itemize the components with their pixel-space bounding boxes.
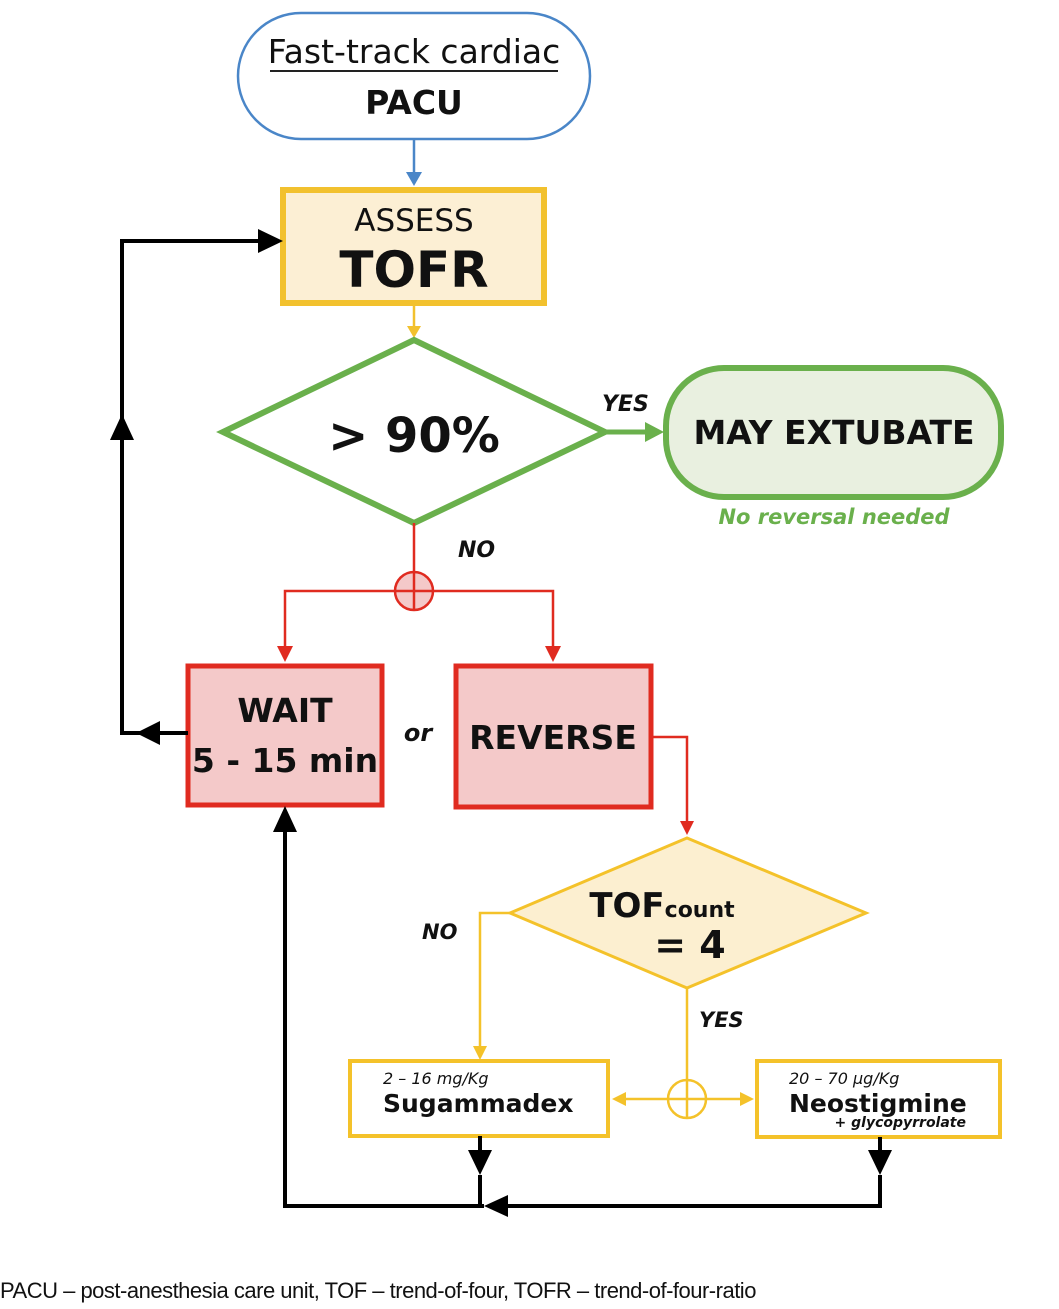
figure-caption: PACU – post-anesthesia care unit, TOF – …	[0, 1278, 756, 1303]
sugammadex-dose: 2 – 16 mg/Kg	[383, 1069, 489, 1088]
no-reversal-note: No reversal needed	[718, 505, 950, 529]
assess-tofr-node: ASSESS TOFR	[280, 187, 547, 306]
edge-label-no-count: NO	[422, 920, 458, 944]
sugammadex-node: 2 – 16 mg/Kg Sugammadex	[348, 1059, 610, 1138]
start-subtitle: PACU	[365, 83, 463, 122]
edge-label-no-tofr: NO	[458, 538, 495, 563]
wait-node: WAIT 5 - 15 min	[185, 663, 385, 808]
wait-duration: 5 - 15 min	[192, 741, 378, 780]
neostigmine-node: 20 – 70 µg/Kg Neostigmine + glycopyrrola…	[755, 1059, 1002, 1139]
arrow-no-branch	[277, 523, 561, 662]
tof-count-equals: = 4	[654, 923, 726, 967]
edge-label-yes-count: YES	[699, 1008, 744, 1032]
may-extubate-node: MAY EXTUBATE No reversal needed	[663, 365, 1004, 529]
start-node: Fast-track cardiac PACU	[236, 11, 592, 141]
tof-count-label: TOFcount	[589, 886, 735, 926]
return-loop	[110, 229, 892, 1217]
extubate-label: MAY EXTUBATE	[693, 413, 974, 452]
edge-label-or: or	[404, 719, 434, 747]
neostigmine-label: Neostigmine	[789, 1089, 967, 1118]
reverse-label: REVERSE	[469, 718, 637, 757]
assess-label: ASSESS	[354, 203, 474, 239]
start-title: Fast-track cardiac	[268, 32, 561, 71]
reverse-node: REVERSE	[453, 663, 654, 810]
arrow-assess-to-decision	[407, 306, 421, 338]
edge-label-yes-extubate: YES	[602, 392, 649, 417]
neostigmine-dose: 20 – 70 µg/Kg	[789, 1069, 899, 1088]
arrow-yes-to-extubate	[605, 422, 664, 442]
sugammadex-label: Sugammadex	[383, 1089, 574, 1118]
arrow-no-to-sugammadex	[473, 911, 510, 1060]
tofr-label: TOFR	[339, 241, 488, 299]
arrow-yes-branch	[612, 988, 754, 1120]
wait-label: WAIT	[237, 691, 333, 730]
glycopyrrolate-label: + glycopyrrolate	[835, 1115, 966, 1131]
arrow-start-to-assess	[406, 139, 422, 186]
decision-tofr-label: > 90%	[328, 408, 500, 464]
arrow-reverse-to-count	[651, 735, 694, 835]
decision-tofr-90: > 90%	[216, 336, 612, 527]
decision-tof-count: TOFcount = 4	[506, 836, 870, 990]
